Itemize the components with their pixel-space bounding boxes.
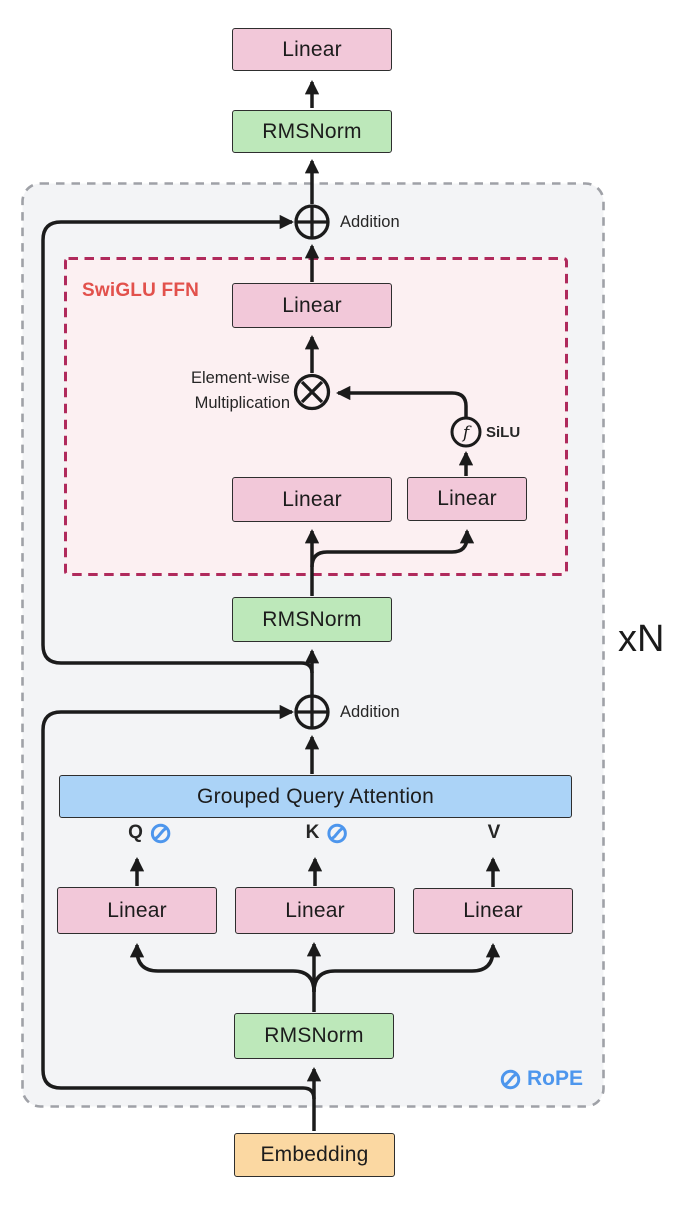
arrow-silu-to-mult (335, 385, 468, 417)
residual-skip-attention (41, 704, 316, 1100)
times-icon (300, 380, 324, 404)
arrow-fan-right (312, 942, 501, 993)
ffn-up-linear-box: Linear (407, 477, 527, 521)
elementwise-multiplication-label: Element-wise Multiplication (118, 366, 290, 416)
elementwise-label-line2: Multiplication (194, 394, 290, 412)
v-linear-box: Linear (413, 888, 573, 934)
multiplication-node (293, 373, 331, 411)
swiglu-ffn-title: SwiGLU FFN (82, 280, 200, 301)
v-label: V (487, 822, 501, 843)
attention-rmsnorm-box: RMSNorm (234, 1013, 394, 1059)
flow-arrows (41, 79, 501, 1131)
ffn-gate-linear-box: Linear (232, 477, 392, 522)
v-label-group: V (488, 821, 501, 845)
k-linear-box: Linear (235, 887, 395, 934)
q-label-group: Q (128, 821, 172, 845)
final-rmsnorm-box: RMSNorm (232, 110, 392, 153)
elementwise-label-line1: Element-wise (190, 369, 290, 387)
addition-node-attention (294, 694, 330, 730)
q-linear-box: Linear (57, 887, 217, 934)
arrow-branch-to-uplinear (310, 528, 475, 568)
residual-skip-ffn (41, 214, 314, 674)
plus-icon (297, 697, 327, 727)
addition-label-ffn: Addition (340, 213, 400, 231)
output-linear-box: Linear (232, 28, 392, 71)
ffn-rmsnorm-box: RMSNorm (232, 597, 392, 642)
arrow-fan-left (129, 942, 316, 993)
embedding-box: Embedding (234, 1133, 395, 1177)
ffn-output-linear-box: Linear (232, 283, 392, 328)
grouped-query-attention-box: Grouped Query Attention (59, 775, 572, 818)
addition-label-attention: Addition (340, 703, 400, 721)
rope-icon (500, 1069, 521, 1089)
silu-node: f (450, 416, 482, 448)
silu-function-symbol: f (461, 423, 472, 443)
silu-label: SiLU (486, 424, 521, 441)
k-label-group: K (306, 821, 349, 845)
repeat-count-label: xN (618, 618, 665, 660)
rope-legend: RoPE (499, 1067, 583, 1091)
plus-icon (297, 207, 327, 237)
addition-node-ffn (294, 204, 330, 240)
q-label: Q (128, 822, 143, 843)
rope-icon (327, 823, 347, 843)
rope-label: RoPE (527, 1067, 584, 1090)
rope-icon (150, 823, 171, 843)
k-label: K (305, 822, 320, 843)
